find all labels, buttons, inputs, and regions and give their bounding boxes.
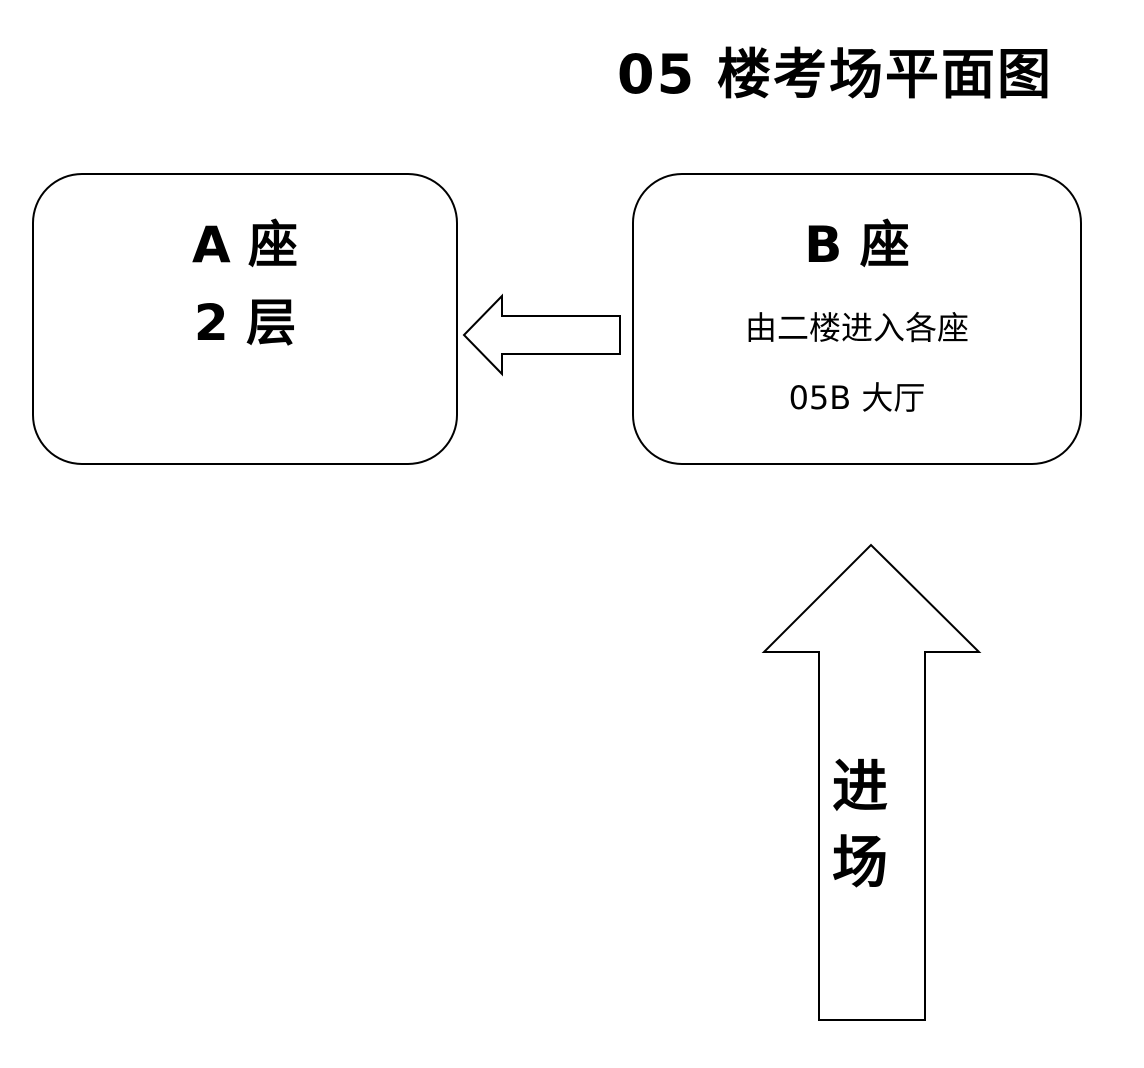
building-b-box: B 座 由二楼进入各座 05B 大厅 — [632, 173, 1082, 465]
building-b-name: B 座 — [804, 216, 910, 274]
building-a-name: A 座 — [191, 216, 299, 274]
page-title: 05 楼考场平面图 — [617, 43, 1053, 106]
building-a-floor: 2 层 — [193, 294, 297, 352]
entrance-label-1: 进 — [832, 755, 888, 820]
entrance-label-2: 场 — [832, 831, 888, 896]
building-b-hall: 05B 大厅 — [788, 379, 926, 417]
building-b-note: 由二楼进入各座 — [744, 309, 969, 347]
building-a-box: A 座 2 层 — [32, 173, 458, 465]
arrow-up-icon — [761, 543, 982, 1021]
arrow-left-icon — [462, 293, 621, 377]
